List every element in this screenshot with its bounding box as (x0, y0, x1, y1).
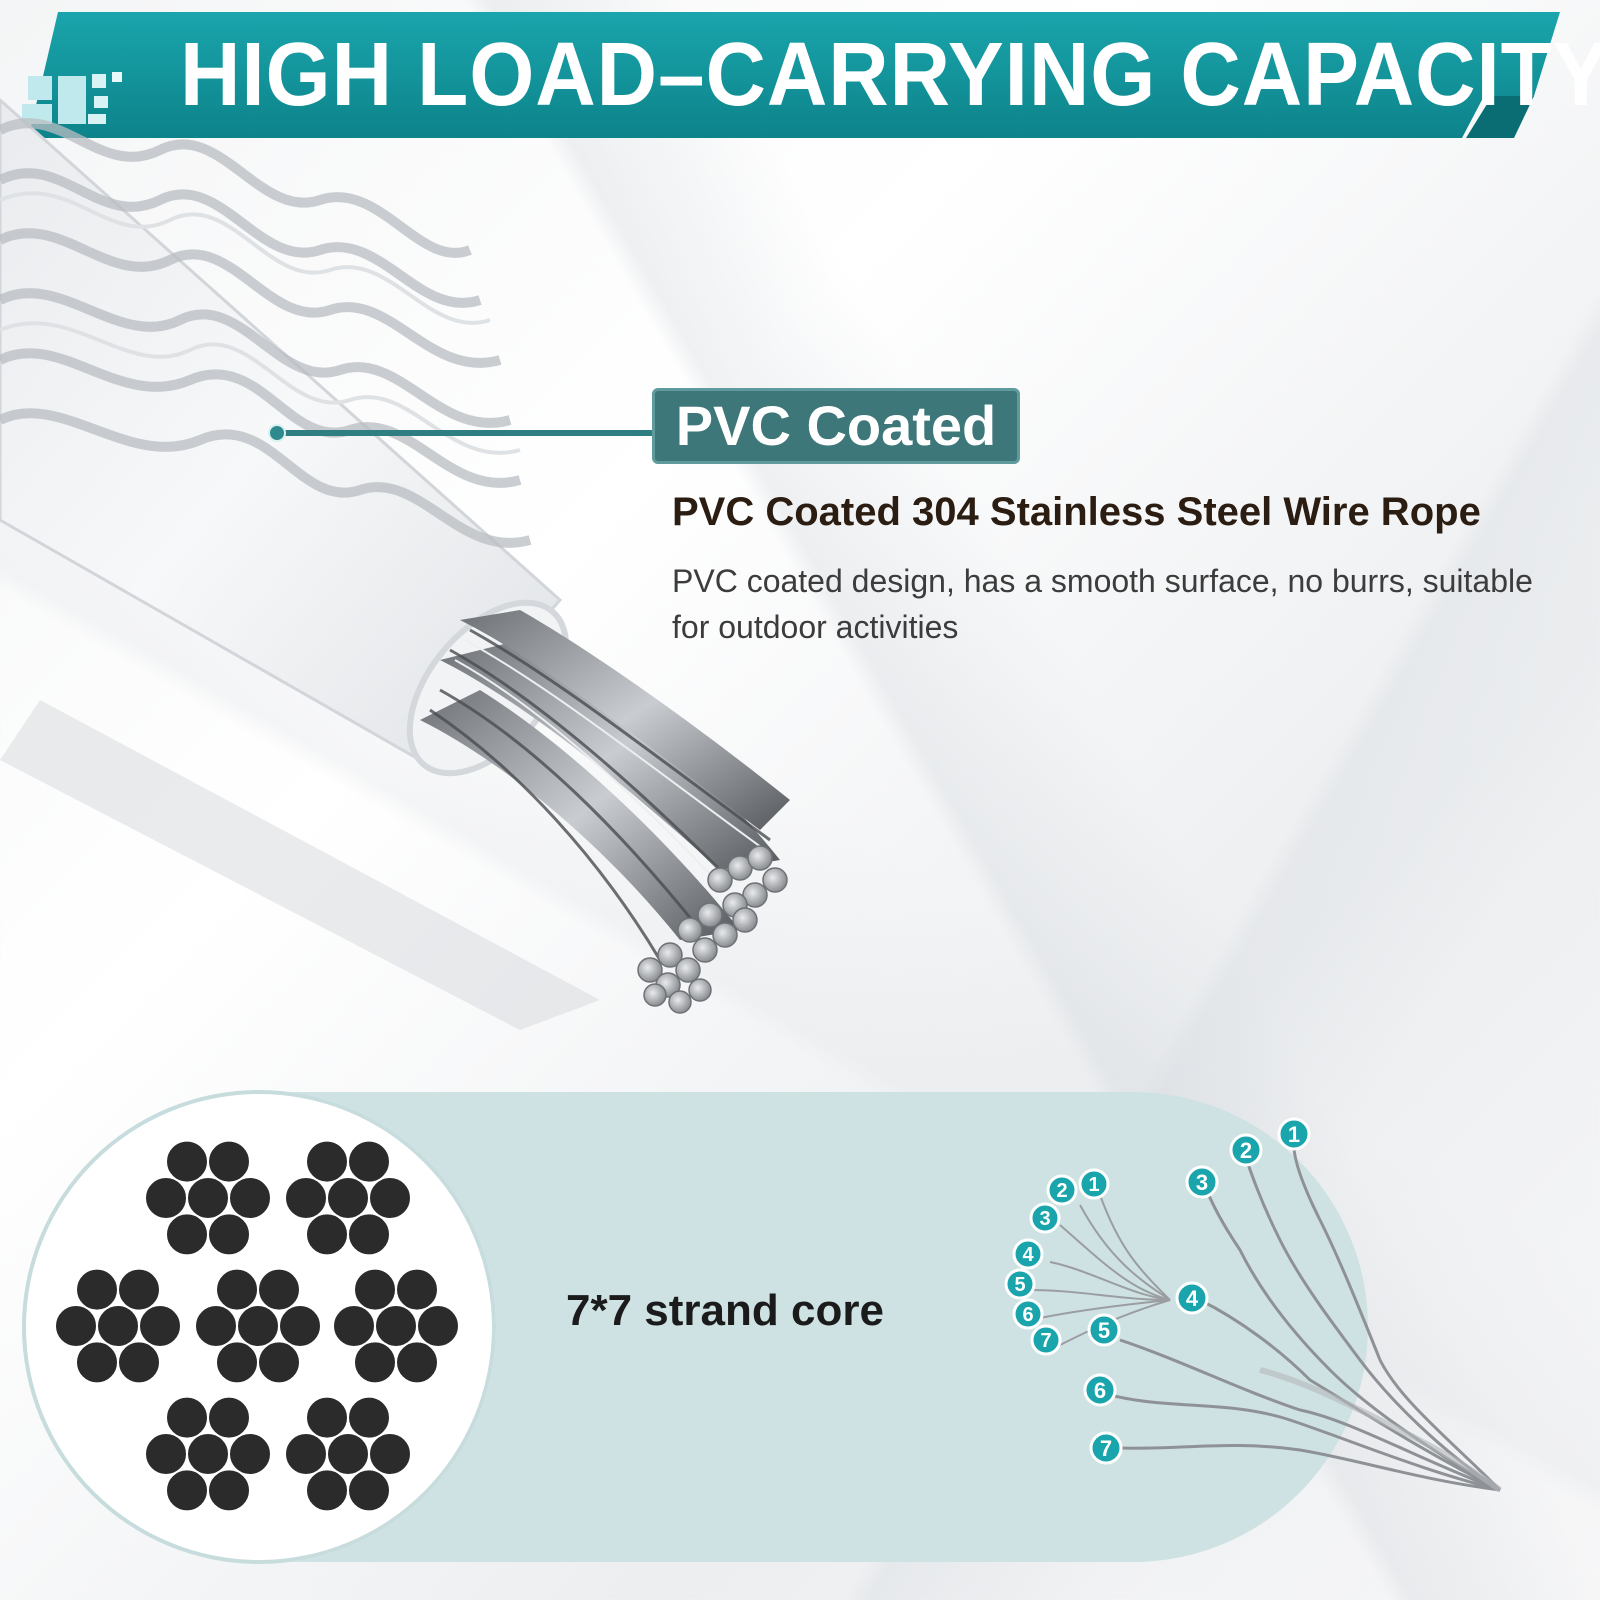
wire-circle (347, 1395, 391, 1440)
wire-circle (165, 1468, 209, 1513)
strand-marker-right: 3 (1185, 1165, 1219, 1199)
wire-circle (257, 1267, 301, 1312)
wire-circle (353, 1340, 397, 1385)
header-banner: HIGH LOAD–CARRYING CAPACITY (14, 12, 1600, 138)
strand-marker-left: 5 (1004, 1268, 1036, 1300)
strand-marker-right: 5 (1087, 1313, 1121, 1347)
wire-circle (278, 1304, 322, 1348)
strand-marker-number: 7 (1100, 1436, 1112, 1461)
wire-circle (284, 1432, 328, 1476)
strand-marker-number: 1 (1288, 1122, 1300, 1147)
wire-circle (228, 1176, 272, 1220)
strand-marker-number: 2 (1056, 1180, 1067, 1202)
wire-circle (228, 1432, 272, 1476)
strand-marker-number: 2 (1240, 1138, 1252, 1163)
strand-marker-number: 3 (1196, 1170, 1208, 1195)
strand-marker-right: 6 (1083, 1373, 1117, 1407)
wire-circle (215, 1340, 259, 1385)
strand-marker-number: 4 (1022, 1244, 1034, 1266)
wire-circle (332, 1304, 376, 1348)
strand-marker-number: 4 (1186, 1286, 1199, 1311)
wire-circle (368, 1176, 412, 1220)
wire-circle (305, 1468, 349, 1513)
strand-marker-number: 6 (1022, 1304, 1033, 1326)
wire-circle (207, 1139, 251, 1184)
strand-marker-left: 2 (1046, 1174, 1078, 1206)
strand-marker-number: 6 (1094, 1378, 1106, 1403)
callout-leader-line (276, 430, 652, 436)
wire-circle (207, 1395, 251, 1440)
pvc-coated-badge: PVC Coated (652, 388, 1020, 464)
wire-circle (138, 1304, 182, 1348)
page-title: HIGH LOAD–CARRYING CAPACITY (180, 25, 1600, 125)
wire-circle (284, 1176, 328, 1220)
wire-circle (54, 1304, 98, 1348)
wire-circle (305, 1212, 349, 1257)
strand-marker-left: 1 (1078, 1168, 1110, 1200)
wire-circle (117, 1267, 161, 1312)
banner-shape (22, 12, 1560, 138)
strand-marker-left: 4 (1012, 1238, 1044, 1270)
strand-marker-number: 5 (1098, 1318, 1110, 1343)
product-description: PVC coated design, has a smooth surface,… (672, 563, 1533, 645)
wire-circle (416, 1304, 460, 1348)
strand-marker-left: 6 (1012, 1298, 1044, 1330)
wire-circle (395, 1267, 439, 1312)
wire-circle (144, 1432, 188, 1476)
strand-marker-number: 1 (1088, 1174, 1099, 1196)
strand-cross-section-icon (54, 1139, 460, 1513)
wire-circle (368, 1432, 412, 1476)
strand-marker-right: 1 (1277, 1117, 1311, 1151)
callout-dot (268, 424, 286, 442)
strand-marker-right: 2 (1229, 1133, 1263, 1167)
strand-core-label: 7*7 strand core (566, 1286, 884, 1335)
strand-marker-number: 3 (1039, 1208, 1050, 1230)
strand-marker-left: 3 (1029, 1202, 1061, 1234)
wire-circle (194, 1304, 238, 1348)
wire-circle (75, 1340, 119, 1385)
strand-marker-right: 4 (1175, 1281, 1209, 1315)
wire-circle (165, 1212, 209, 1257)
strand-marker-number: 5 (1014, 1274, 1025, 1296)
strand-marker-left: 7 (1030, 1324, 1062, 1356)
wire-circle (144, 1176, 188, 1220)
strand-marker-right: 7 (1089, 1431, 1123, 1465)
product-title: PVC Coated 304 Stainless Steel Wire Rope (672, 490, 1481, 534)
strand-marker-number: 7 (1040, 1330, 1051, 1352)
wire-circle (347, 1139, 391, 1184)
